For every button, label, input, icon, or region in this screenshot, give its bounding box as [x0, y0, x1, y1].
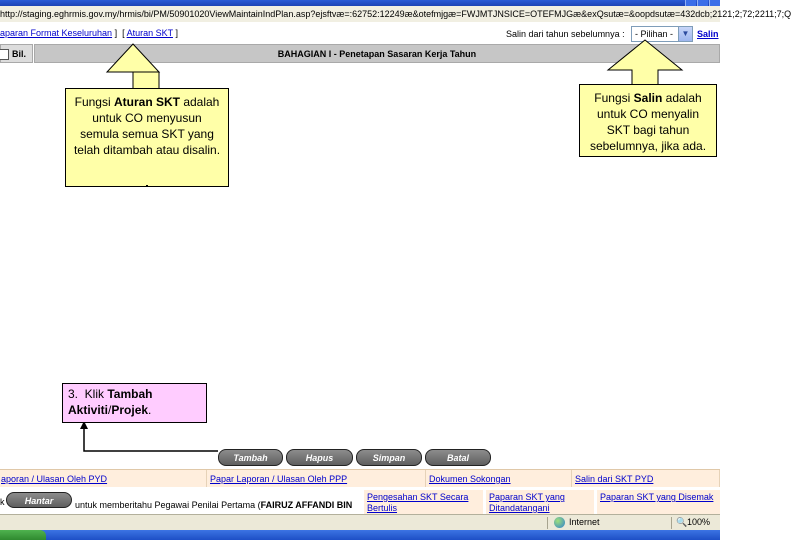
security-zone: Internet: [569, 517, 600, 527]
table-header: Bil. BAHAGIAN I - Penetapan Sasaran Kerj…: [0, 44, 720, 63]
paparan-disemak-link[interactable]: Paparan SKT yang Disemak: [600, 492, 714, 502]
year-select[interactable]: - Pilihan - ▼: [631, 26, 693, 42]
step-bold: Tambah Aktiviti: [68, 387, 153, 417]
tambah-button[interactable]: Tambah: [218, 449, 283, 466]
cell-laporan-ppp: Papar Laporan / Ulasan Oleh PPP: [207, 470, 426, 488]
callout-bold: Salin: [633, 91, 663, 105]
select-all-checkbox[interactable]: [0, 49, 9, 60]
cell-paparan-ditandatangani: Paparan SKT yang Ditandatangani: [486, 490, 594, 514]
step-text: .: [148, 403, 152, 417]
status-bar: Internet 🔍 100%: [0, 514, 720, 531]
step-text: /: [108, 403, 112, 417]
pengesahan-skt-link[interactable]: Pengesahan SKT Secara Bertulis: [367, 492, 469, 513]
bracket-separator: ] [: [112, 28, 127, 38]
status-divider: [671, 517, 672, 529]
bahagian-header-cell: BAHAGIAN I - Penetapan Sasaran Kerja Tah…: [34, 44, 720, 63]
top-links: aparan Format Keseluruhan ] [ Aturan SKT…: [0, 28, 178, 38]
globe-icon: [554, 517, 565, 528]
aturan-skt-link[interactable]: Aturan SKT: [126, 28, 173, 38]
ppp-name: FAIRUZ AFFANDI BIN: [260, 500, 353, 510]
bil-header-cell: Bil.: [0, 44, 33, 63]
callout-arrows: [80, 39, 684, 452]
toolbar-link-row: aparan Format Keseluruhan ] [ Aturan SKT…: [0, 22, 720, 44]
callout-text: Fungsi: [594, 91, 634, 105]
window-title-strip: [0, 0, 720, 6]
klik-prefix: k: [0, 497, 5, 507]
stray-dot: [146, 185, 148, 187]
dokumen-sokongan-link[interactable]: Dokumen Sokongan: [429, 474, 511, 484]
address-url[interactable]: http://staging.eghrmis.gov.my/hrmis/bi/P…: [0, 9, 791, 19]
step-instruction: 3. Klik Tambah Aktiviti/Projek.: [62, 383, 207, 423]
callout-text: adalah untuk CO menyalin SKT bagi tahun …: [589, 91, 707, 153]
start-button[interactable]: [0, 530, 46, 540]
laporan-ppp-link[interactable]: Papar Laporan / Ulasan Oleh PPP: [210, 474, 348, 484]
close-icon[interactable]: [709, 0, 720, 6]
minimize-icon[interactable]: [685, 0, 696, 6]
salin-label: Salin dari tahun sebelumnya :: [506, 29, 625, 39]
taskbar: [0, 530, 720, 540]
step-pointer-arrowhead: [80, 421, 88, 429]
step-pointer-line: [83, 425, 218, 452]
salin-skt-pyd-link[interactable]: Salin dari SKT PYD: [575, 474, 654, 484]
submit-text: untuk memberitahu Pegawai Penilai Pertam…: [75, 500, 261, 510]
callout-text: Fungsi: [74, 95, 114, 109]
step-text: 3. Klik: [68, 387, 108, 401]
zoom-level[interactable]: 100%: [687, 517, 711, 527]
cell-laporan-pyd: aporan / Ulasan Oleh PYD: [0, 470, 207, 488]
paparan-format-keseluruhan-link[interactable]: aparan Format Keseluruhan: [0, 28, 113, 38]
cell-paparan-disemak: Paparan SKT yang Disemak: [597, 490, 720, 514]
hapus-button[interactable]: Hapus: [286, 449, 353, 466]
paparan-ditandatangani-link[interactable]: Paparan SKT yang Ditandatangani: [489, 492, 565, 513]
bahagian-header-label: BAHAGIAN I - Penetapan Sasaran Kerja Tah…: [277, 49, 477, 59]
aturan-skt-callout: Fungsi Aturan SKT adalah untuk CO menyus…: [65, 88, 229, 187]
hantar-button[interactable]: Hantar: [6, 492, 72, 508]
bil-header-label: Bil.: [12, 49, 27, 59]
aturan-callout-arrow: [105, 43, 161, 90]
cell-salin-pyd: Salin dari SKT PYD: [572, 470, 720, 488]
year-select-value: - Pilihan -: [635, 29, 674, 39]
salin-callout: Fungsi Salin adalah untuk CO menyalin SK…: [579, 84, 717, 157]
laporan-pyd-link[interactable]: aporan / Ulasan Oleh PYD: [1, 474, 108, 484]
callout-text: adalah untuk CO menyusun semula semua SK…: [73, 95, 221, 157]
cell-dokumen: Dokumen Sokongan: [426, 470, 572, 488]
batal-button[interactable]: Batal: [425, 449, 491, 466]
chevron-down-icon[interactable]: ▼: [678, 27, 692, 41]
maximize-icon[interactable]: [697, 0, 708, 6]
simpan-button[interactable]: Simpan: [356, 449, 422, 466]
report-links-row: aporan / Ulasan Oleh PYD Papar Laporan /…: [0, 469, 720, 488]
window-controls[interactable]: [685, 0, 720, 6]
submit-description: untuk memberitahu Pegawai Penilai Pertam…: [75, 500, 352, 510]
cell-pengesahan: Pengesahan SKT Secara Bertulis: [364, 490, 483, 514]
salin-link[interactable]: Salin: [697, 29, 719, 39]
salin-callout-arrow: [606, 39, 684, 86]
step-bold: Projek: [111, 403, 149, 417]
zoom-icon[interactable]: 🔍: [676, 517, 688, 527]
status-divider: [547, 517, 548, 529]
submit-row: k untuk memberitahu Pegawai Penilai Pert…: [0, 487, 720, 514]
bracket-close: ]: [172, 28, 178, 38]
callout-bold: Aturan SKT: [113, 95, 180, 109]
